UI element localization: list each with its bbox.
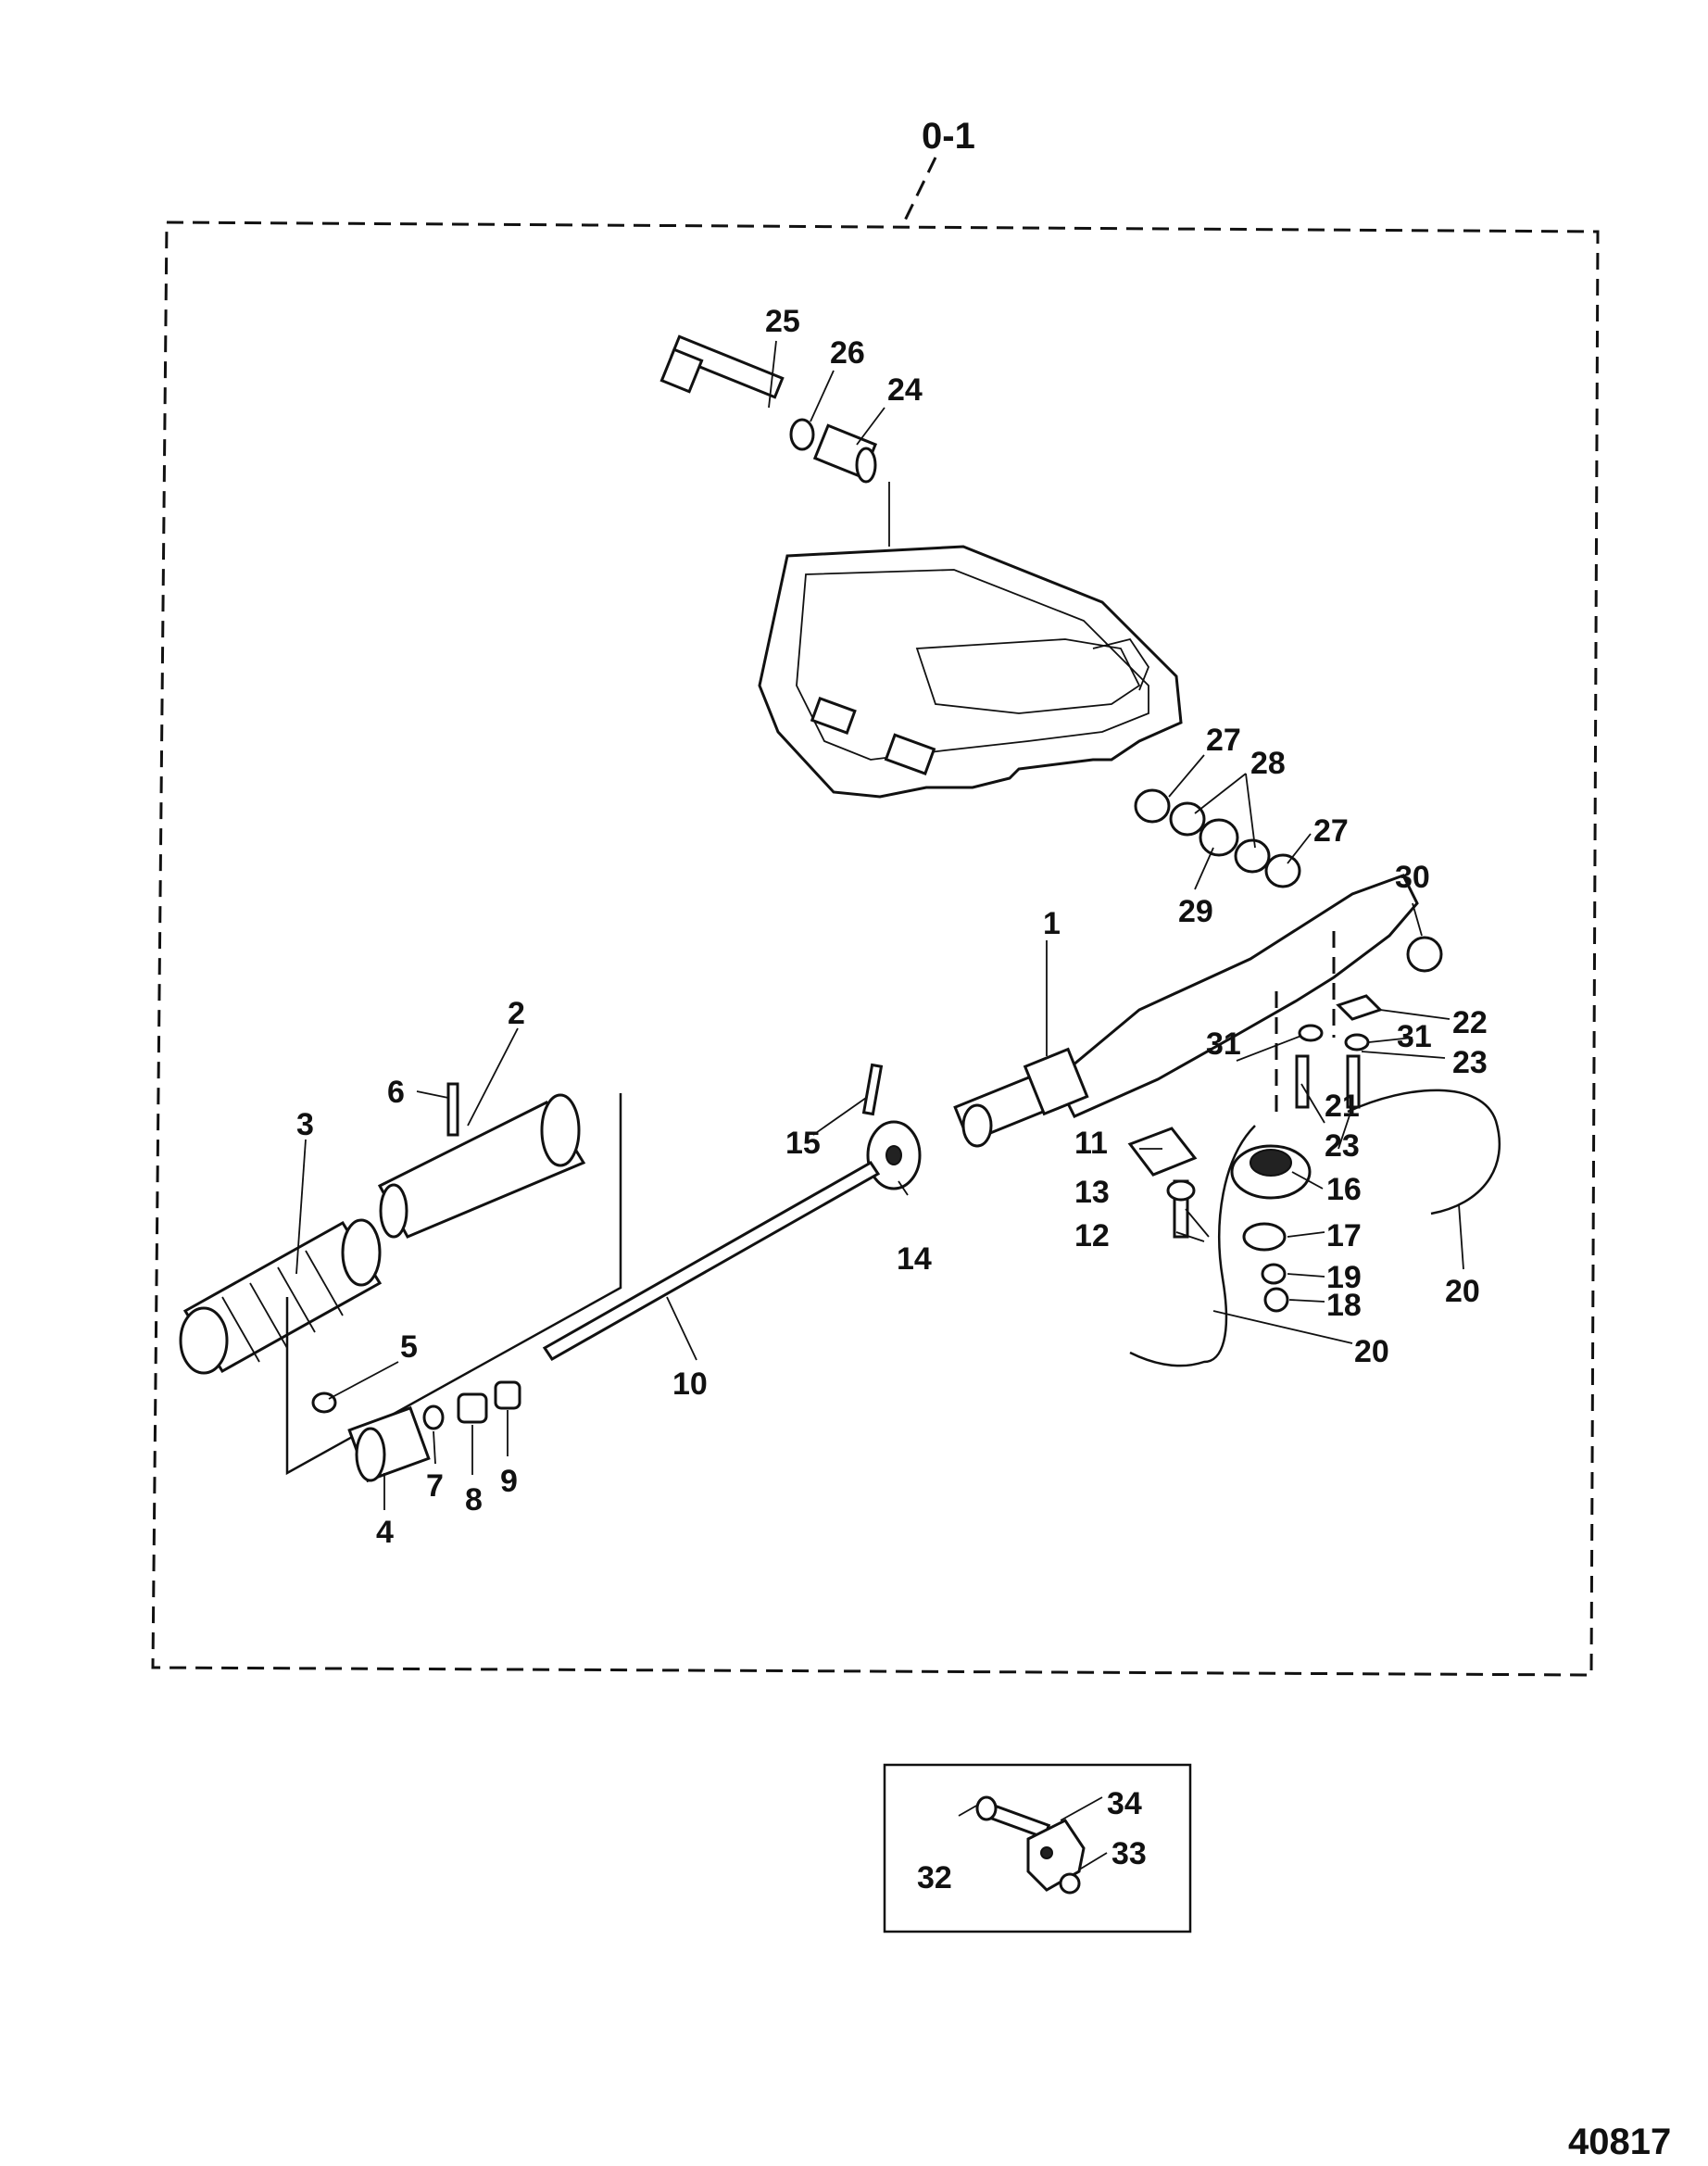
leader-lines [295, 340, 1464, 1872]
callout-18: 18 [1326, 1288, 1362, 1323]
callout-26: 26 [830, 335, 865, 371]
callout-31a: 31 [1397, 1019, 1432, 1054]
callout-2: 2 [508, 996, 525, 1031]
bracket-34 [1026, 1819, 1086, 1892]
callout-27a: 27 [1206, 723, 1241, 758]
part-5 [311, 1392, 337, 1414]
callout-31b: 31 [1206, 1026, 1241, 1062]
washer-26 [789, 418, 815, 451]
screw-21 [1295, 1054, 1310, 1109]
clip-22 [1336, 994, 1383, 1021]
callout-14: 14 [897, 1241, 932, 1277]
washer-7 [422, 1404, 445, 1430]
drawing-number: 40817 [1568, 2122, 1671, 2162]
tiller-arm-1 [953, 874, 1419, 1148]
washer-27b [1264, 853, 1301, 888]
gear-14 [866, 1120, 922, 1190]
wire-20a [1129, 1125, 1256, 1367]
washer-13 [1166, 1179, 1196, 1202]
bolt-32 [975, 1795, 1051, 1840]
stop-switch-16 [1230, 1144, 1312, 1200]
washer-31b [1344, 1033, 1370, 1052]
washer-31a [1298, 1024, 1324, 1042]
washer-19 [1261, 1263, 1287, 1285]
sleeve-2 [377, 1093, 586, 1239]
group-outline [285, 1093, 622, 1476]
callout-9: 9 [500, 1464, 518, 1499]
nut-33 [1059, 1872, 1081, 1895]
callout-23b: 23 [1325, 1128, 1360, 1164]
plate-29 [1199, 818, 1239, 857]
callout-8: 8 [465, 1482, 483, 1517]
callout-30: 30 [1395, 860, 1430, 895]
callout-13: 13 [1074, 1175, 1110, 1210]
nut-9 [494, 1380, 521, 1410]
washer-28b [1234, 838, 1271, 874]
cap-17 [1242, 1222, 1287, 1252]
bracket-part [758, 545, 1183, 799]
bushing-4 [347, 1405, 431, 1483]
callout-25: 25 [765, 304, 800, 339]
callout-24: 24 [887, 372, 923, 408]
callout-11: 11 [1074, 1126, 1108, 1161]
washer-28a [1169, 801, 1206, 837]
callout-22: 22 [1452, 1005, 1488, 1040]
callout-10: 10 [672, 1366, 708, 1402]
callout-15: 15 [785, 1126, 821, 1161]
assembly-leader [901, 157, 937, 225]
callout-20a: 20 [1445, 1274, 1480, 1309]
callout-32: 32 [917, 1860, 952, 1895]
callout-3: 3 [296, 1107, 314, 1142]
callout-16: 16 [1326, 1172, 1362, 1207]
callout-19: 19 [1326, 1260, 1362, 1295]
nut-18 [1263, 1287, 1289, 1313]
callout-27b: 27 [1313, 813, 1349, 849]
callout-21: 21 [1325, 1089, 1360, 1124]
callout-23a: 23 [1452, 1045, 1488, 1080]
callout-29: 29 [1178, 894, 1213, 929]
bushing-24 [812, 423, 878, 484]
spring-8 [457, 1392, 488, 1424]
screw-6 [446, 1082, 459, 1137]
callout-20b: 20 [1354, 1334, 1389, 1369]
callout-5: 5 [400, 1329, 418, 1365]
callout-33: 33 [1111, 1836, 1147, 1871]
plate-11 [1127, 1127, 1198, 1177]
nut-30 [1406, 936, 1443, 973]
inset-box [883, 1763, 1192, 1933]
wire-20b [1347, 1089, 1501, 1215]
washer-27a [1134, 788, 1171, 824]
callout-4: 4 [376, 1515, 394, 1550]
bolt-25 [659, 334, 785, 399]
callout-28: 28 [1250, 746, 1286, 781]
callout-12: 12 [1074, 1218, 1110, 1253]
screw-23 [1346, 1054, 1361, 1109]
grip-3 [179, 1218, 383, 1375]
callout-1: 1 [1043, 906, 1061, 941]
pin-15 [861, 1063, 884, 1116]
callout-17: 17 [1326, 1218, 1362, 1253]
assembly-label: 0-1 [922, 116, 975, 157]
shaft-10 [542, 1161, 881, 1361]
callout-6: 6 [387, 1075, 405, 1110]
callout-34: 34 [1107, 1786, 1142, 1821]
callout-7: 7 [426, 1468, 444, 1504]
